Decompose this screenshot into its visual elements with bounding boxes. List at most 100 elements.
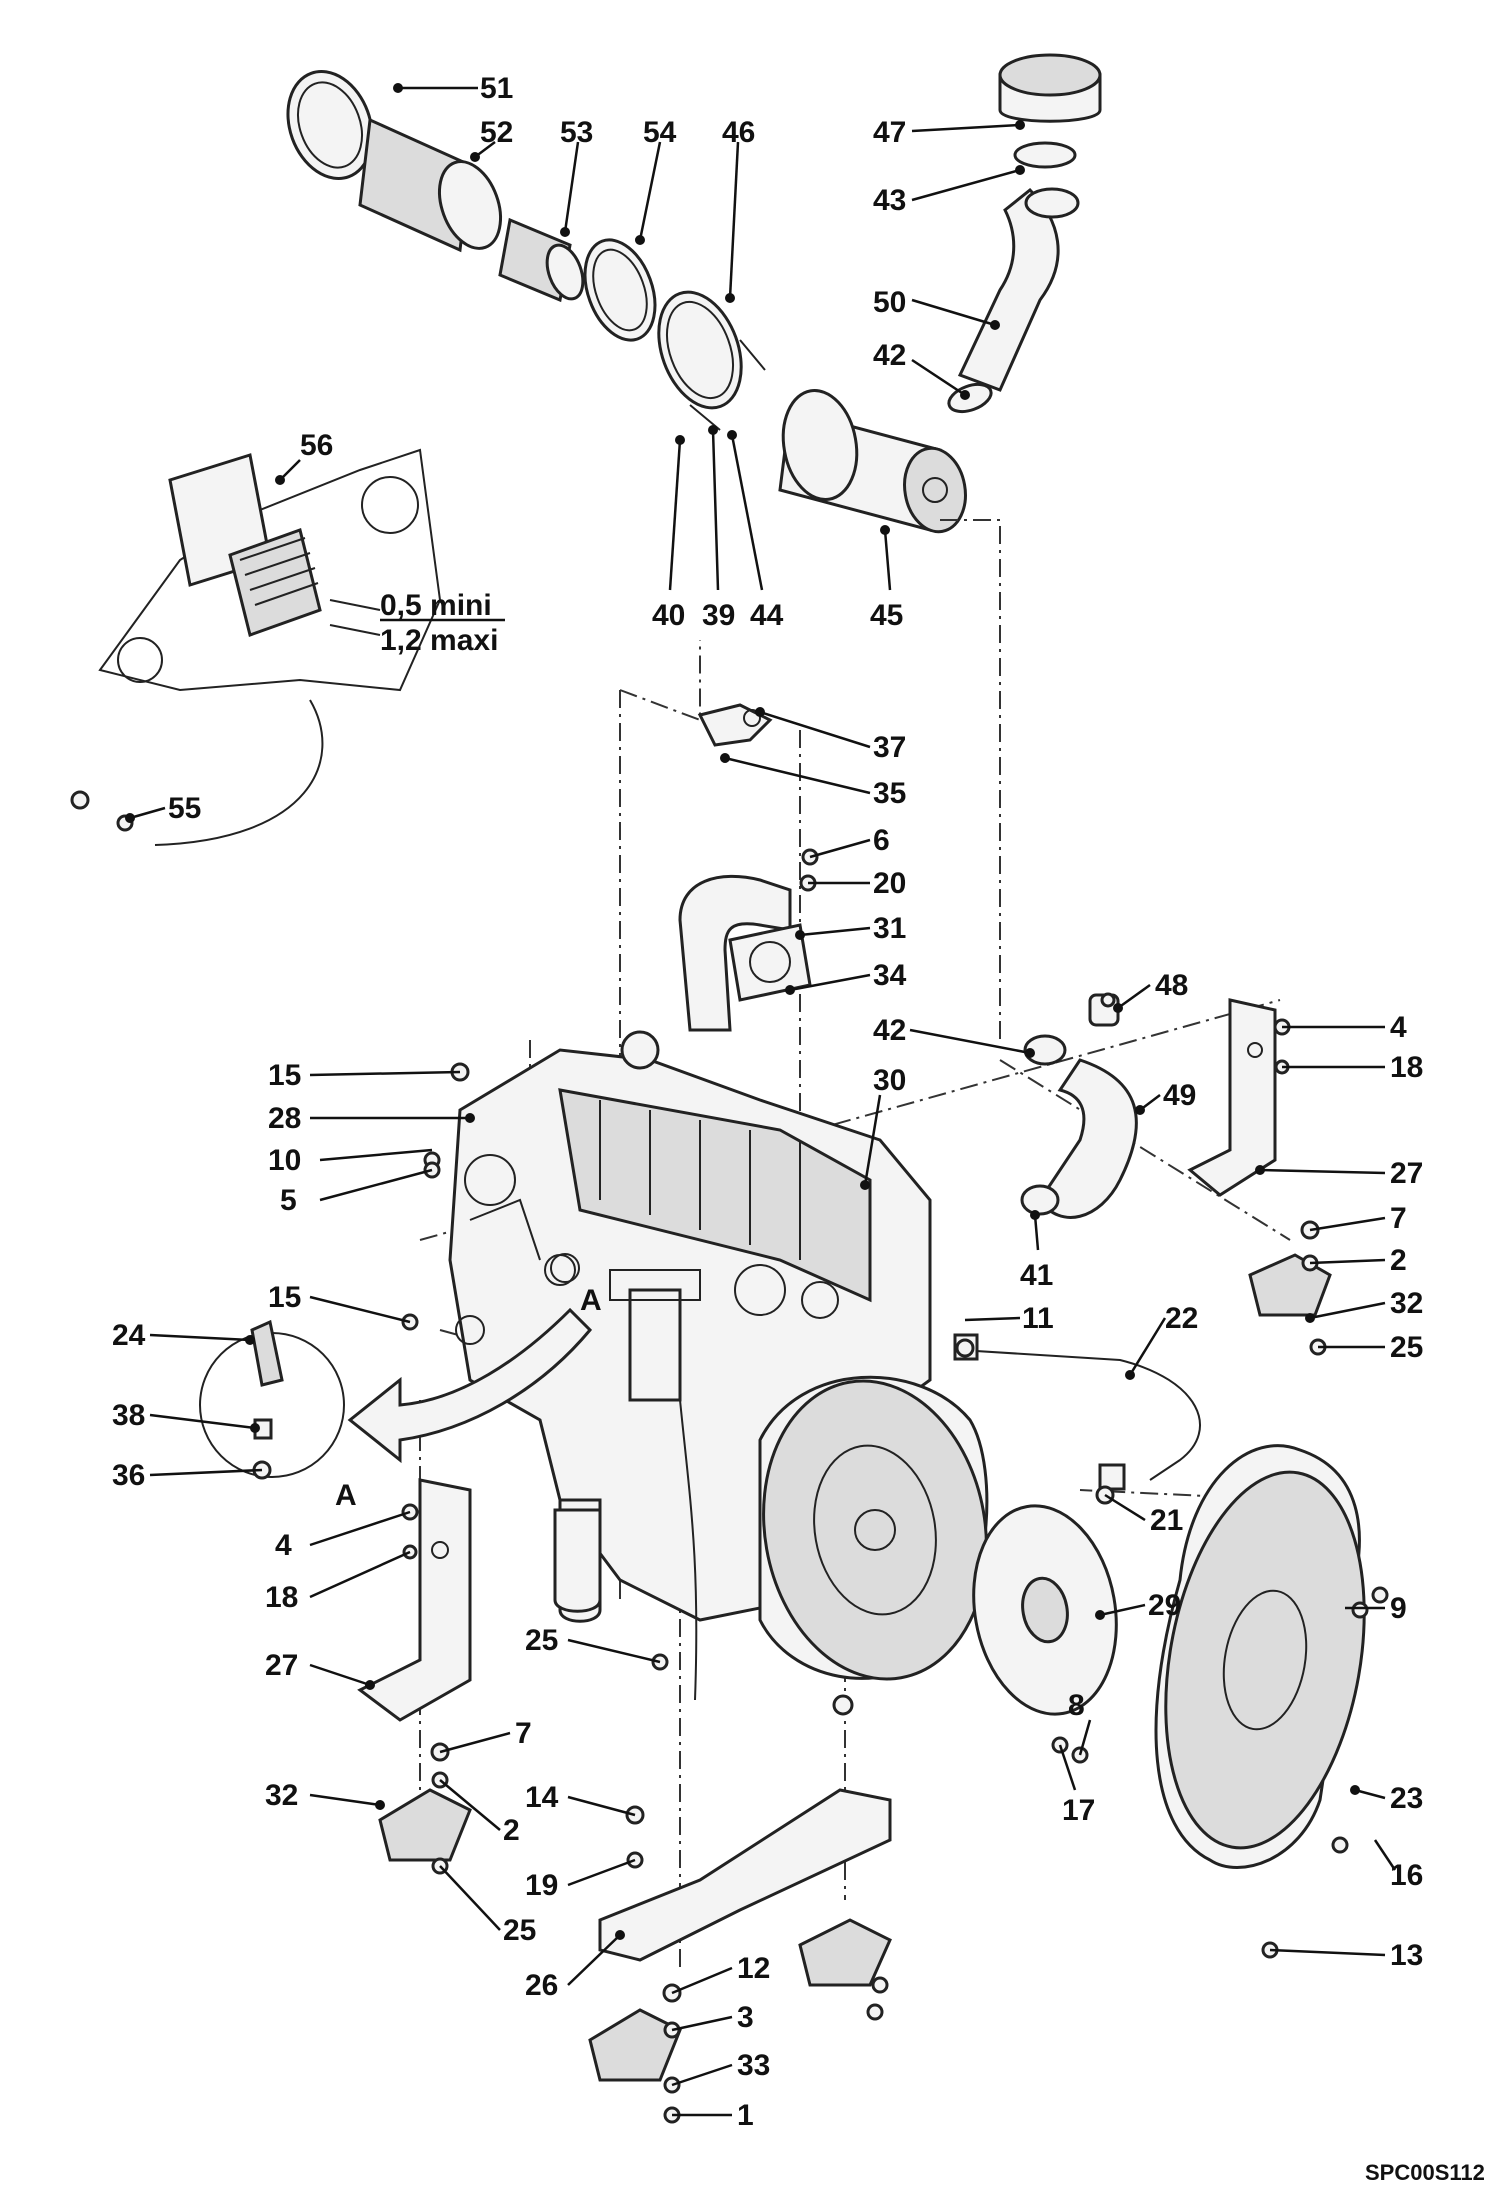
- callout-14: 14: [525, 1781, 559, 1814]
- callout-5: 5: [280, 1184, 297, 1217]
- callout-40: 40: [652, 599, 685, 632]
- callout-48: 48: [1155, 969, 1188, 1002]
- harness-part-55: [70, 699, 324, 846]
- dimension-max-text: 1,2 maxi: [380, 624, 498, 657]
- callout-12: 12: [737, 1952, 770, 1985]
- hose-part-49: [1038, 1058, 1138, 1219]
- callout-10: 10: [268, 1144, 301, 1177]
- bracket-part-37: [697, 703, 773, 747]
- callout-43: 43: [873, 184, 906, 217]
- callout-18-right: 18: [1390, 1051, 1423, 1084]
- flywheel-housing: [758, 1375, 989, 1681]
- callout-25-right: 25: [1390, 1331, 1423, 1364]
- air-cleaner-housing-part-45: [778, 388, 967, 534]
- callout-41: 41: [1020, 1259, 1053, 1292]
- callout-54: 54: [643, 116, 677, 149]
- clamp-part-42-top: [947, 382, 993, 414]
- fuel-line-part-22: [953, 1333, 1201, 1491]
- callout-42-mid: 42: [873, 1014, 906, 1047]
- clamp-part-43: [1013, 141, 1077, 169]
- callout-56: 56: [300, 429, 333, 462]
- callout-21: 21: [1150, 1504, 1183, 1537]
- callout-49: 49: [1163, 1079, 1196, 1112]
- callout-50: 50: [873, 286, 906, 319]
- callout-33: 33: [737, 2049, 770, 2082]
- inlet-tube-part-50: [957, 187, 1080, 392]
- filter-cartridge-part-52: [358, 117, 502, 253]
- callout-7-right: 7: [1390, 1202, 1407, 1235]
- callout-29: 29: [1148, 1589, 1181, 1622]
- callout-32-right: 32: [1390, 1287, 1423, 1320]
- callout-30: 30: [873, 1064, 906, 1097]
- callout-53: 53: [560, 116, 593, 149]
- callout-42-top: 42: [873, 339, 906, 372]
- callout-37: 37: [873, 731, 906, 764]
- callout-20: 20: [873, 867, 906, 900]
- callout-18-left: 18: [265, 1581, 298, 1614]
- callout-28: 28: [268, 1102, 301, 1135]
- intake-elbow-part-31: [678, 874, 792, 1032]
- callout-44: 44: [750, 599, 784, 632]
- callout-4-right: 4: [1390, 1011, 1407, 1044]
- engine-mount-bracket-27-right: [1187, 998, 1277, 1197]
- callout-45: 45: [870, 599, 903, 632]
- seal-ring-part-54: [583, 238, 657, 342]
- callout-8: 8: [1068, 1689, 1085, 1722]
- callout-2-left: 2: [503, 1814, 520, 1847]
- rubber-mount-front-right: [798, 1918, 892, 1987]
- callout-51: 51: [480, 72, 513, 105]
- callout-55: 55: [168, 792, 201, 825]
- callout-25-mid: 25: [525, 1624, 558, 1657]
- detail-inset-56: 0,5 mini 1,2 maxi: [98, 448, 505, 692]
- callout-2-right: 2: [1390, 1244, 1407, 1277]
- callout-3: 3: [737, 2001, 754, 2034]
- callout-7-left: 7: [515, 1717, 532, 1750]
- callout-34: 34: [873, 959, 907, 992]
- callout-39: 39: [702, 599, 735, 632]
- callout-17: 17: [1062, 1794, 1095, 1827]
- leader-lines: [125, 83, 1397, 2117]
- callout-38: 38: [112, 1399, 145, 1432]
- callout-15-mid: 15: [268, 1281, 301, 1314]
- callout-23: 23: [1390, 1782, 1423, 1815]
- callout-labels: 51 52 53 54 46 47 43 50 42 40 39 44 45 5…: [112, 72, 1485, 2185]
- detail-a-callout: A A: [199, 1253, 602, 1512]
- clamp-part-41: [1020, 1184, 1060, 1216]
- callout-36: 36: [112, 1459, 145, 1492]
- callout-35: 35: [873, 777, 906, 810]
- callout-6: 6: [873, 824, 890, 857]
- callout-27-right: 27: [1390, 1157, 1423, 1190]
- callout-32-left: 32: [265, 1779, 298, 1812]
- callout-11: 11: [1022, 1302, 1054, 1335]
- callout-9: 9: [1390, 1592, 1407, 1625]
- coupling-part-29: [972, 1504, 1118, 1716]
- rubber-mount-left: [378, 1788, 472, 1862]
- callout-47: 47: [873, 116, 906, 149]
- view-marker-a-engine: A: [580, 1284, 602, 1317]
- bell-housing-part-23: [1154, 1444, 1366, 1869]
- callout-16: 16: [1390, 1859, 1423, 1892]
- callout-31: 31: [873, 912, 906, 945]
- callout-4-left: 4: [275, 1529, 292, 1562]
- drawing-code: SPC00S112: [1365, 2160, 1485, 2185]
- rubber-mount-33: [588, 2008, 682, 2082]
- callout-25-left: 25: [503, 1914, 536, 1947]
- view-marker-a-detail: A: [335, 1479, 357, 1512]
- engine-mount-bracket-27-left: [357, 1478, 472, 1722]
- dimension-min-text: 0,5 mini: [380, 589, 492, 622]
- safety-element-part-53: [498, 217, 585, 303]
- callout-26: 26: [525, 1969, 558, 2002]
- callout-52: 52: [480, 116, 513, 149]
- callout-27-left: 27: [265, 1649, 298, 1682]
- front-support-part-26: [598, 1788, 892, 1962]
- callout-1: 1: [737, 2099, 754, 2132]
- clamp-part-46: [657, 290, 766, 431]
- callout-13: 13: [1390, 1939, 1423, 1972]
- oil-filter: [553, 1508, 602, 1613]
- clamp-part-42-mid: [1023, 1034, 1067, 1066]
- callout-22: 22: [1165, 1302, 1198, 1335]
- callout-19: 19: [525, 1869, 558, 1902]
- callout-15-top: 15: [268, 1059, 301, 1092]
- callout-24: 24: [112, 1319, 146, 1352]
